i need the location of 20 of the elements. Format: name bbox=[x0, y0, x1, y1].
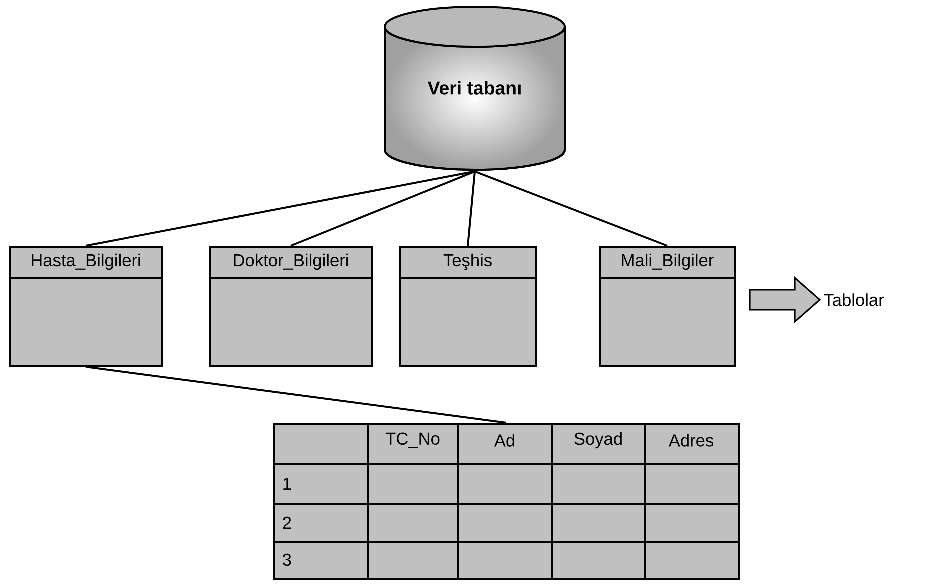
connector-line bbox=[290, 170, 476, 247]
connector-line bbox=[86, 366, 507, 424]
caption-text: Tablolar bbox=[824, 294, 884, 306]
block-arrow bbox=[749, 276, 822, 324]
database-cylinder: Veri tabanı bbox=[384, 6, 566, 171]
table-box: Mali_Bilgiler bbox=[599, 246, 736, 367]
table-cell: 2 bbox=[283, 516, 292, 530]
table-cell: TC_No bbox=[386, 432, 440, 448]
table-cell: Soyad bbox=[574, 432, 622, 449]
table-cell: 1 bbox=[284, 478, 292, 490]
table-box: Doktor_Bilgileri bbox=[209, 246, 373, 367]
table-cell: 3 bbox=[283, 554, 292, 566]
table-box: Hasta_Bilgileri bbox=[9, 246, 163, 367]
table-cell: Ad bbox=[494, 434, 514, 447]
connector-line bbox=[467, 172, 476, 246]
table-cell: Adres bbox=[668, 434, 714, 447]
connector-line bbox=[474, 170, 668, 247]
connector-line bbox=[86, 170, 476, 247]
data-table bbox=[273, 423, 740, 580]
table-box: Teşhis bbox=[399, 246, 537, 367]
